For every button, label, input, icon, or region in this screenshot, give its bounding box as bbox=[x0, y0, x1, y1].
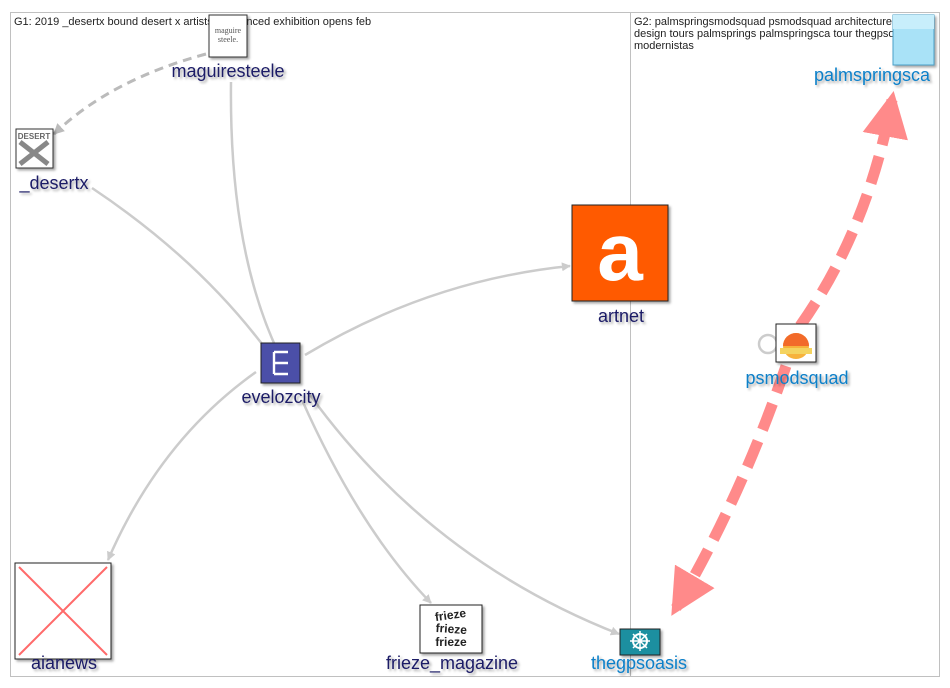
edge-psmodsquad-thegpsoasis[interactable] bbox=[671, 364, 792, 616]
edge-psmodsquad-palmspringsca[interactable] bbox=[795, 90, 908, 330]
edge-evelozcity-aianews[interactable] bbox=[106, 370, 257, 561]
edge-psmodsquad-self-loop[interactable] bbox=[757, 333, 779, 355]
maguire-logo-text: steele. bbox=[218, 35, 238, 44]
node-label-maguiresteele: maguiresteele bbox=[171, 61, 284, 81]
group-title-g2-line: design tours palmsprings palmspringsca t… bbox=[634, 28, 915, 40]
node-label-thegpsoasis: thegpsoasis bbox=[591, 653, 687, 673]
sunset-logo-icon bbox=[775, 323, 817, 363]
node-label-desertx: _desertx bbox=[18, 173, 88, 194]
frieze-logo-text: frieze bbox=[435, 635, 467, 649]
edge-evelozcity-artnet[interactable] bbox=[304, 262, 571, 357]
edge-desertx-evelozcity[interactable] bbox=[91, 186, 270, 353]
maguire-logo-text: maguire bbox=[215, 26, 242, 35]
node-desertx[interactable]: DESERT _desertx bbox=[15, 128, 89, 194]
node-label-psmodsquad: psmodsquad bbox=[745, 368, 848, 388]
group-title-g2-line: modernistas bbox=[634, 40, 694, 52]
group-box-g2 bbox=[630, 12, 940, 677]
node-label-palmspringsca: palmspringsca bbox=[814, 65, 931, 85]
frieze-logo-text: frieze bbox=[435, 621, 468, 637]
node-evelozcity[interactable]: evelozcity bbox=[241, 342, 321, 407]
edge-evelozcity-frieze_magazine[interactable] bbox=[300, 399, 432, 604]
frieze-logo-icon: frieze frieze frieze bbox=[419, 604, 483, 654]
node-maguiresteele[interactable]: maguire steele. maguiresteele bbox=[171, 14, 285, 81]
evelozcity-logo-icon bbox=[260, 342, 301, 384]
frieze-logo-text: frieze bbox=[434, 606, 467, 624]
group-title-g2: G2: palmspringsmodsquad psmodsquad archi… bbox=[634, 16, 917, 52]
desert-x-logo-icon: DESERT bbox=[15, 128, 54, 169]
edge-maguiresteele-evelozcity[interactable] bbox=[229, 81, 281, 355]
group-title-g2-line: G2: palmspringsmodsquad psmodsquad archi… bbox=[634, 16, 892, 28]
gpsoasis-logo-icon bbox=[619, 628, 661, 656]
nodes-layer: maguire steele. maguiresteele DESERT _de… bbox=[14, 14, 935, 674]
group-title-g1: G1: 2019 _desertx bound desert x artists… bbox=[14, 16, 371, 28]
node-thegpsoasis[interactable]: thegpsoasis bbox=[591, 628, 687, 673]
edges-layer bbox=[52, 52, 908, 636]
maguire-steele-logo-icon: maguire steele. bbox=[208, 14, 248, 58]
group-title-g1-line: G1: 2019 _desertx bound desert x artists… bbox=[14, 16, 371, 28]
node-palmspringsca[interactable]: palmspringsca bbox=[814, 14, 935, 85]
palmsprings-sky-icon bbox=[892, 14, 935, 66]
node-artnet[interactable]: a artnet bbox=[571, 204, 669, 326]
edge-maguiresteele-desertx[interactable] bbox=[52, 52, 207, 136]
edge-evelozcity-thegpsoasis[interactable] bbox=[308, 394, 620, 636]
node-aianews[interactable]: aianews bbox=[14, 562, 112, 673]
node-label-artnet: artnet bbox=[598, 306, 644, 326]
node-frieze_magazine[interactable]: frieze frieze frieze frieze_magazine bbox=[386, 604, 518, 674]
node-label-evelozcity: evelozcity bbox=[241, 387, 320, 407]
node-label-frieze_magazine: frieze_magazine bbox=[386, 653, 518, 674]
missing-image-icon bbox=[14, 562, 112, 660]
node-psmodsquad[interactable]: psmodsquad bbox=[745, 323, 849, 388]
node-label-aianews: aianews bbox=[31, 653, 97, 673]
artnet-logo-icon: a bbox=[571, 204, 669, 302]
desert-logo-text: DESERT bbox=[18, 132, 51, 141]
artnet-logo-letter: a bbox=[597, 207, 644, 298]
